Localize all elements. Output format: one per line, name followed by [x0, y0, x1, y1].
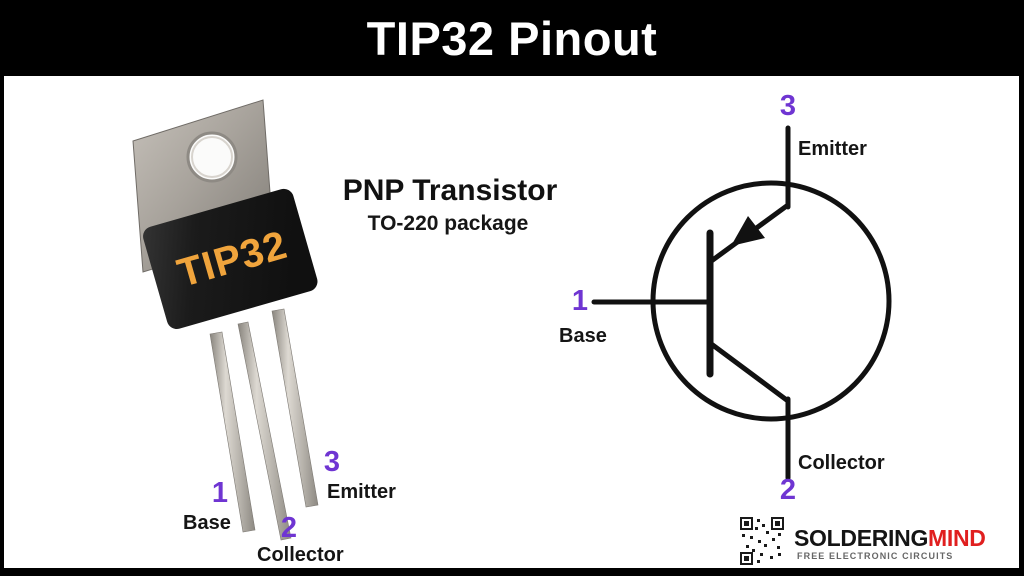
photo-pin3-name: Emitter — [327, 481, 396, 503]
schematic-emitter-arrow — [731, 216, 765, 246]
device-type-heading: PNP Transistor — [342, 174, 558, 207]
brand-name-primary: SOLDERING — [794, 525, 929, 551]
schematic-pin2-number: 2 — [779, 474, 797, 506]
schematic-pin2-name: Collector — [798, 452, 885, 474]
transistor-photo: TIP32 — [132, 99, 319, 541]
photo-pin2-number: 2 — [280, 512, 298, 544]
brand-name: SOLDERINGMIND — [794, 527, 986, 550]
brand-tagline: FREE ELECTRONIC CIRCUITS — [797, 551, 954, 561]
transistor-leg-base — [209, 331, 256, 533]
photo-pin1-number: 1 — [211, 477, 229, 509]
mounting-hole-bevel — [191, 136, 233, 178]
schematic-pin1-name: Base — [559, 325, 607, 347]
schematic-pin3-number: 3 — [779, 90, 797, 122]
title-bar: TIP32 Pinout — [0, 0, 1024, 76]
schematic-pin1-number: 1 — [571, 285, 589, 317]
photo-pin2-name: Collector — [257, 544, 344, 566]
brand-name-accent: MIND — [928, 525, 986, 551]
photo-pin3-number: 3 — [323, 446, 341, 478]
device-package-subheading: TO-220 package — [367, 212, 529, 235]
transistor-leg-emitter — [271, 308, 319, 508]
page-title: TIP32 Pinout — [366, 11, 658, 65]
qr-code-icon — [740, 517, 784, 565]
pnp-schematic — [591, 125, 892, 481]
photo-pin1-name: Base — [183, 512, 231, 534]
mounting-hole — [186, 131, 238, 183]
schematic-collector-diagonal — [707, 340, 791, 404]
schematic-pin3-name: Emitter — [798, 138, 867, 160]
transistor-body — [143, 188, 318, 330]
transistor-leg-collector — [237, 321, 292, 541]
